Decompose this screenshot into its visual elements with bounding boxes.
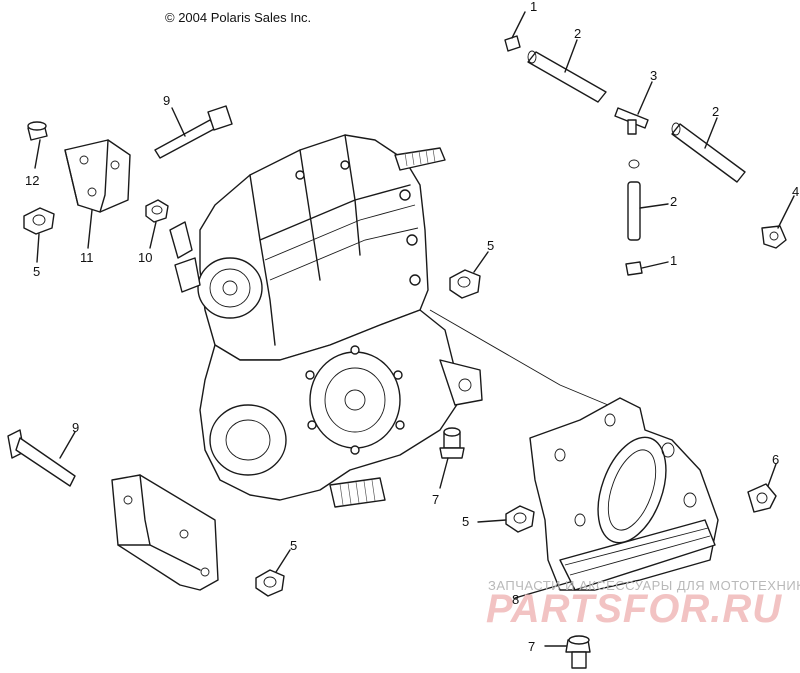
callout-label: 12 bbox=[25, 173, 39, 188]
part-2-hose-right bbox=[671, 117, 746, 183]
part-10-nut bbox=[145, 199, 169, 249]
callout-label: 10 bbox=[138, 250, 152, 265]
part-5-nut-center bbox=[449, 251, 489, 299]
part-5-nut-right bbox=[477, 505, 535, 533]
part-3-tee-fitting bbox=[614, 81, 653, 135]
part-9-bolt-bottom bbox=[7, 429, 76, 487]
callout-label: 7 bbox=[528, 639, 535, 654]
watermark-logo: PARTSFOR.RU bbox=[486, 587, 782, 631]
engine-lower-case bbox=[199, 309, 483, 508]
callout-label: 5 bbox=[290, 538, 297, 553]
callout-label: 11 bbox=[80, 250, 94, 265]
callout-label: 9 bbox=[72, 420, 79, 435]
part-7-bolt-lower bbox=[544, 635, 591, 669]
part-11-mount-bracket bbox=[64, 139, 131, 249]
callout-label: 2 bbox=[712, 104, 719, 119]
part-2-hose-top bbox=[527, 39, 607, 103]
callout-label: 3 bbox=[650, 68, 657, 83]
copyright-text: © 2004 Polaris Sales Inc. bbox=[165, 10, 311, 25]
part-1-cap-bottom bbox=[625, 261, 669, 276]
callout-label: 5 bbox=[33, 264, 40, 279]
callout-label: 9 bbox=[163, 93, 170, 108]
part-4-clip bbox=[761, 195, 795, 249]
lower-mount-bracket bbox=[111, 474, 219, 591]
part-5-nut-bottom bbox=[255, 549, 291, 597]
callout-label: 5 bbox=[487, 238, 494, 253]
watermark-tagline: ЗАПЧАСТИ И АКСЕССУАРЫ ДЛЯ МОТОТЕХНИКИ bbox=[488, 578, 800, 593]
callout-label: 1 bbox=[670, 253, 677, 268]
callout-label: 5 bbox=[462, 514, 469, 529]
callout-label: 1 bbox=[530, 0, 537, 14]
part-9-bolt-top bbox=[154, 105, 233, 159]
callout-label: 6 bbox=[772, 452, 779, 467]
part-1-cap-top bbox=[504, 11, 526, 52]
part-2-hose-vertical bbox=[627, 159, 669, 241]
part-8-mount-plate bbox=[514, 397, 719, 599]
callout-label: 7 bbox=[432, 492, 439, 507]
part-5-nut-left bbox=[23, 207, 55, 263]
part-7-bolt-upper bbox=[439, 427, 465, 489]
callout-label: 8 bbox=[512, 592, 519, 607]
callout-label: 2 bbox=[574, 26, 581, 41]
callout-label: 2 bbox=[670, 194, 677, 209]
part-6-bolt bbox=[747, 463, 777, 513]
part-12-bolt bbox=[27, 121, 48, 169]
transmission-housing bbox=[169, 134, 446, 361]
callout-label: 4 bbox=[792, 184, 799, 199]
